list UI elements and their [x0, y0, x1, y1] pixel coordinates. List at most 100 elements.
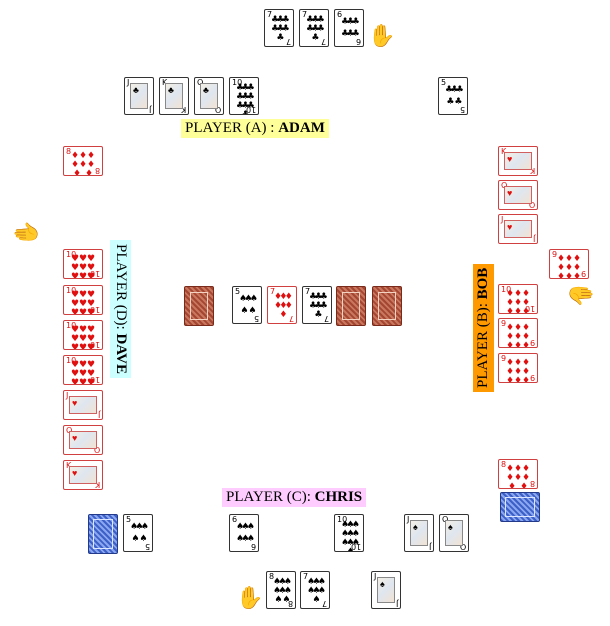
hand-icon[interactable]: ✋ — [236, 586, 264, 611]
card-rank: J — [407, 515, 410, 524]
card-suit: ♠ — [135, 521, 144, 532]
card-suit: ♥ — [79, 299, 88, 309]
card-suit: ♣ — [276, 24, 285, 34]
card-pips: ♠♠♠♠♠♠♠♠ — [273, 577, 292, 605]
card-suit: ♥ — [71, 290, 80, 300]
card-rank: 9 — [501, 319, 507, 328]
card-suit: ♠ — [273, 577, 282, 587]
card-suit: ♣ — [168, 85, 174, 95]
card-suit: ♦ — [73, 169, 82, 176]
card-suit: ♥ — [79, 325, 88, 335]
card-suit: ♦ — [87, 160, 96, 170]
hand-icon[interactable]: ✋ — [368, 24, 396, 49]
card-suit: ♦ — [557, 263, 566, 273]
card-rank: K — [66, 461, 71, 470]
card-suit: ♠ — [248, 305, 257, 316]
card-suit: ♥ — [79, 369, 88, 379]
card-rank: K — [162, 78, 167, 87]
card-suit: ♥ — [87, 254, 96, 264]
card-suit: ♦ — [514, 341, 523, 348]
card-suit: ♥ — [87, 369, 96, 379]
playing-card[interactable]: QQ♥ — [63, 425, 103, 455]
player-d-name: DAVE — [113, 333, 129, 375]
card-suit: ♥ — [71, 254, 80, 264]
card-suit: ♥ — [87, 360, 96, 370]
card-suit: ♣ — [236, 92, 245, 102]
card-suit: ♥ — [87, 378, 96, 385]
card-back[interactable] — [88, 514, 118, 554]
playing-card[interactable]: QQ♠ — [439, 514, 469, 552]
card-suit: ♠ — [312, 586, 321, 596]
playing-card[interactable]: QQ♣ — [194, 77, 224, 115]
card-suit: ♥ — [79, 263, 88, 273]
card-suit: ♥ — [507, 154, 513, 164]
playing-card[interactable]: QQ♥ — [498, 180, 538, 210]
card-suit: ♣ — [241, 110, 250, 115]
card-suit: ♥ — [87, 272, 96, 279]
player-a-label: PLAYER (A) : ADAM — [181, 119, 329, 138]
card-back[interactable] — [184, 286, 214, 326]
card-back[interactable] — [336, 286, 366, 326]
card-suit: ♦ — [522, 332, 531, 342]
card-suit: ♣ — [455, 84, 464, 95]
card-suit: ♠ — [380, 579, 385, 589]
card-suit: ♦ — [284, 292, 293, 302]
card-rank-mirror: J — [532, 234, 535, 243]
card-suit: ♦ — [522, 376, 531, 383]
card-suit: ♥ — [79, 360, 88, 370]
card-rank: 7 — [270, 287, 276, 296]
card-pips: ♥♥♥♥♥♥♥♥♥♥ — [71, 325, 95, 350]
card-suit: ♠ — [346, 547, 355, 552]
card-suit: ♠ — [351, 520, 360, 530]
card-suit: ♠ — [140, 521, 149, 532]
card-suit: ♦ — [522, 323, 531, 333]
player-d-label: PLAYER (D): DAVE — [110, 240, 131, 379]
card-rank: Q — [501, 181, 507, 190]
card-pips: ♥♥♥♥♥♥♥♥♥♥ — [71, 360, 96, 385]
card-suit: ♦ — [514, 289, 523, 299]
playing-card[interactable]: KK♣ — [159, 77, 189, 115]
hand-icon[interactable]: ✋ — [14, 219, 40, 247]
card-suit: ♥ — [71, 369, 80, 379]
card-suit: ♦ — [506, 367, 515, 377]
playing-card[interactable]: KK♥ — [63, 460, 103, 490]
card-suit: ♠ — [244, 293, 253, 304]
hand-icon[interactable]: ✋ — [567, 281, 593, 309]
card-suit: ♦ — [506, 376, 515, 383]
card-suit: ♠ — [283, 577, 292, 587]
card-rank-mirror: J — [428, 542, 431, 551]
playing-card[interactable]: KK♥ — [498, 146, 538, 176]
card-back[interactable] — [500, 492, 540, 522]
card-suit: ♦ — [506, 473, 515, 483]
card-back[interactable] — [372, 286, 402, 326]
card-rank-mirror: 9 — [529, 338, 535, 347]
